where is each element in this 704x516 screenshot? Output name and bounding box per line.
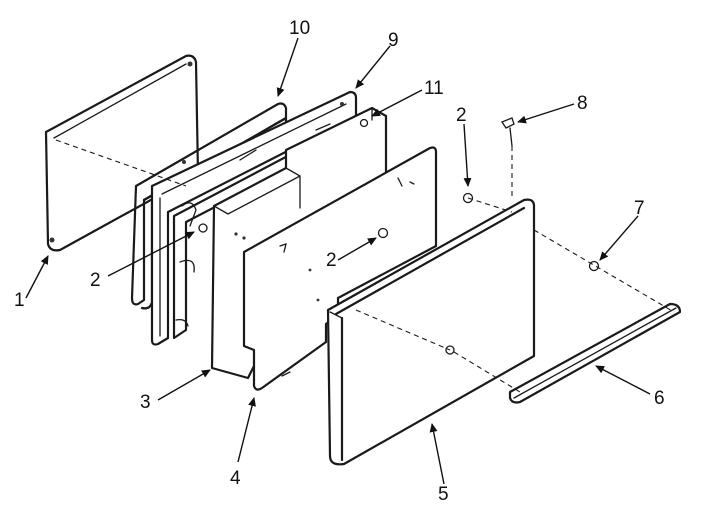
fastener-screws — [198, 117, 600, 272]
callout-8: 8 — [577, 93, 588, 114]
part-6-trim-strip — [508, 302, 682, 404]
callout-11: 11 — [424, 78, 444, 99]
callout-2-top: 2 — [456, 105, 467, 126]
callout-2-left: 2 — [90, 270, 101, 291]
part-9-inner-liner — [150, 90, 358, 346]
callout-7: 7 — [634, 198, 645, 219]
leader-lines — [25, 37, 651, 485]
alignment-dashed-lines — [55, 139, 675, 393]
callout-3: 3 — [140, 392, 151, 413]
callout-4: 4 — [230, 468, 241, 489]
callout-labels: 1 10 9 11 2 8 7 2 2 3 4 5 6 — [14, 18, 665, 505]
callout-9: 9 — [388, 30, 399, 51]
callout-6: 6 — [654, 388, 665, 409]
callout-5: 5 — [438, 484, 449, 505]
callout-10: 10 — [289, 18, 310, 39]
callout-1: 1 — [14, 290, 25, 311]
callout-2-middle: 2 — [326, 250, 337, 271]
part-1-back-panel — [44, 54, 200, 252]
part-5-outer-door — [326, 198, 536, 466]
part-4-inner-panel — [242, 146, 438, 391]
